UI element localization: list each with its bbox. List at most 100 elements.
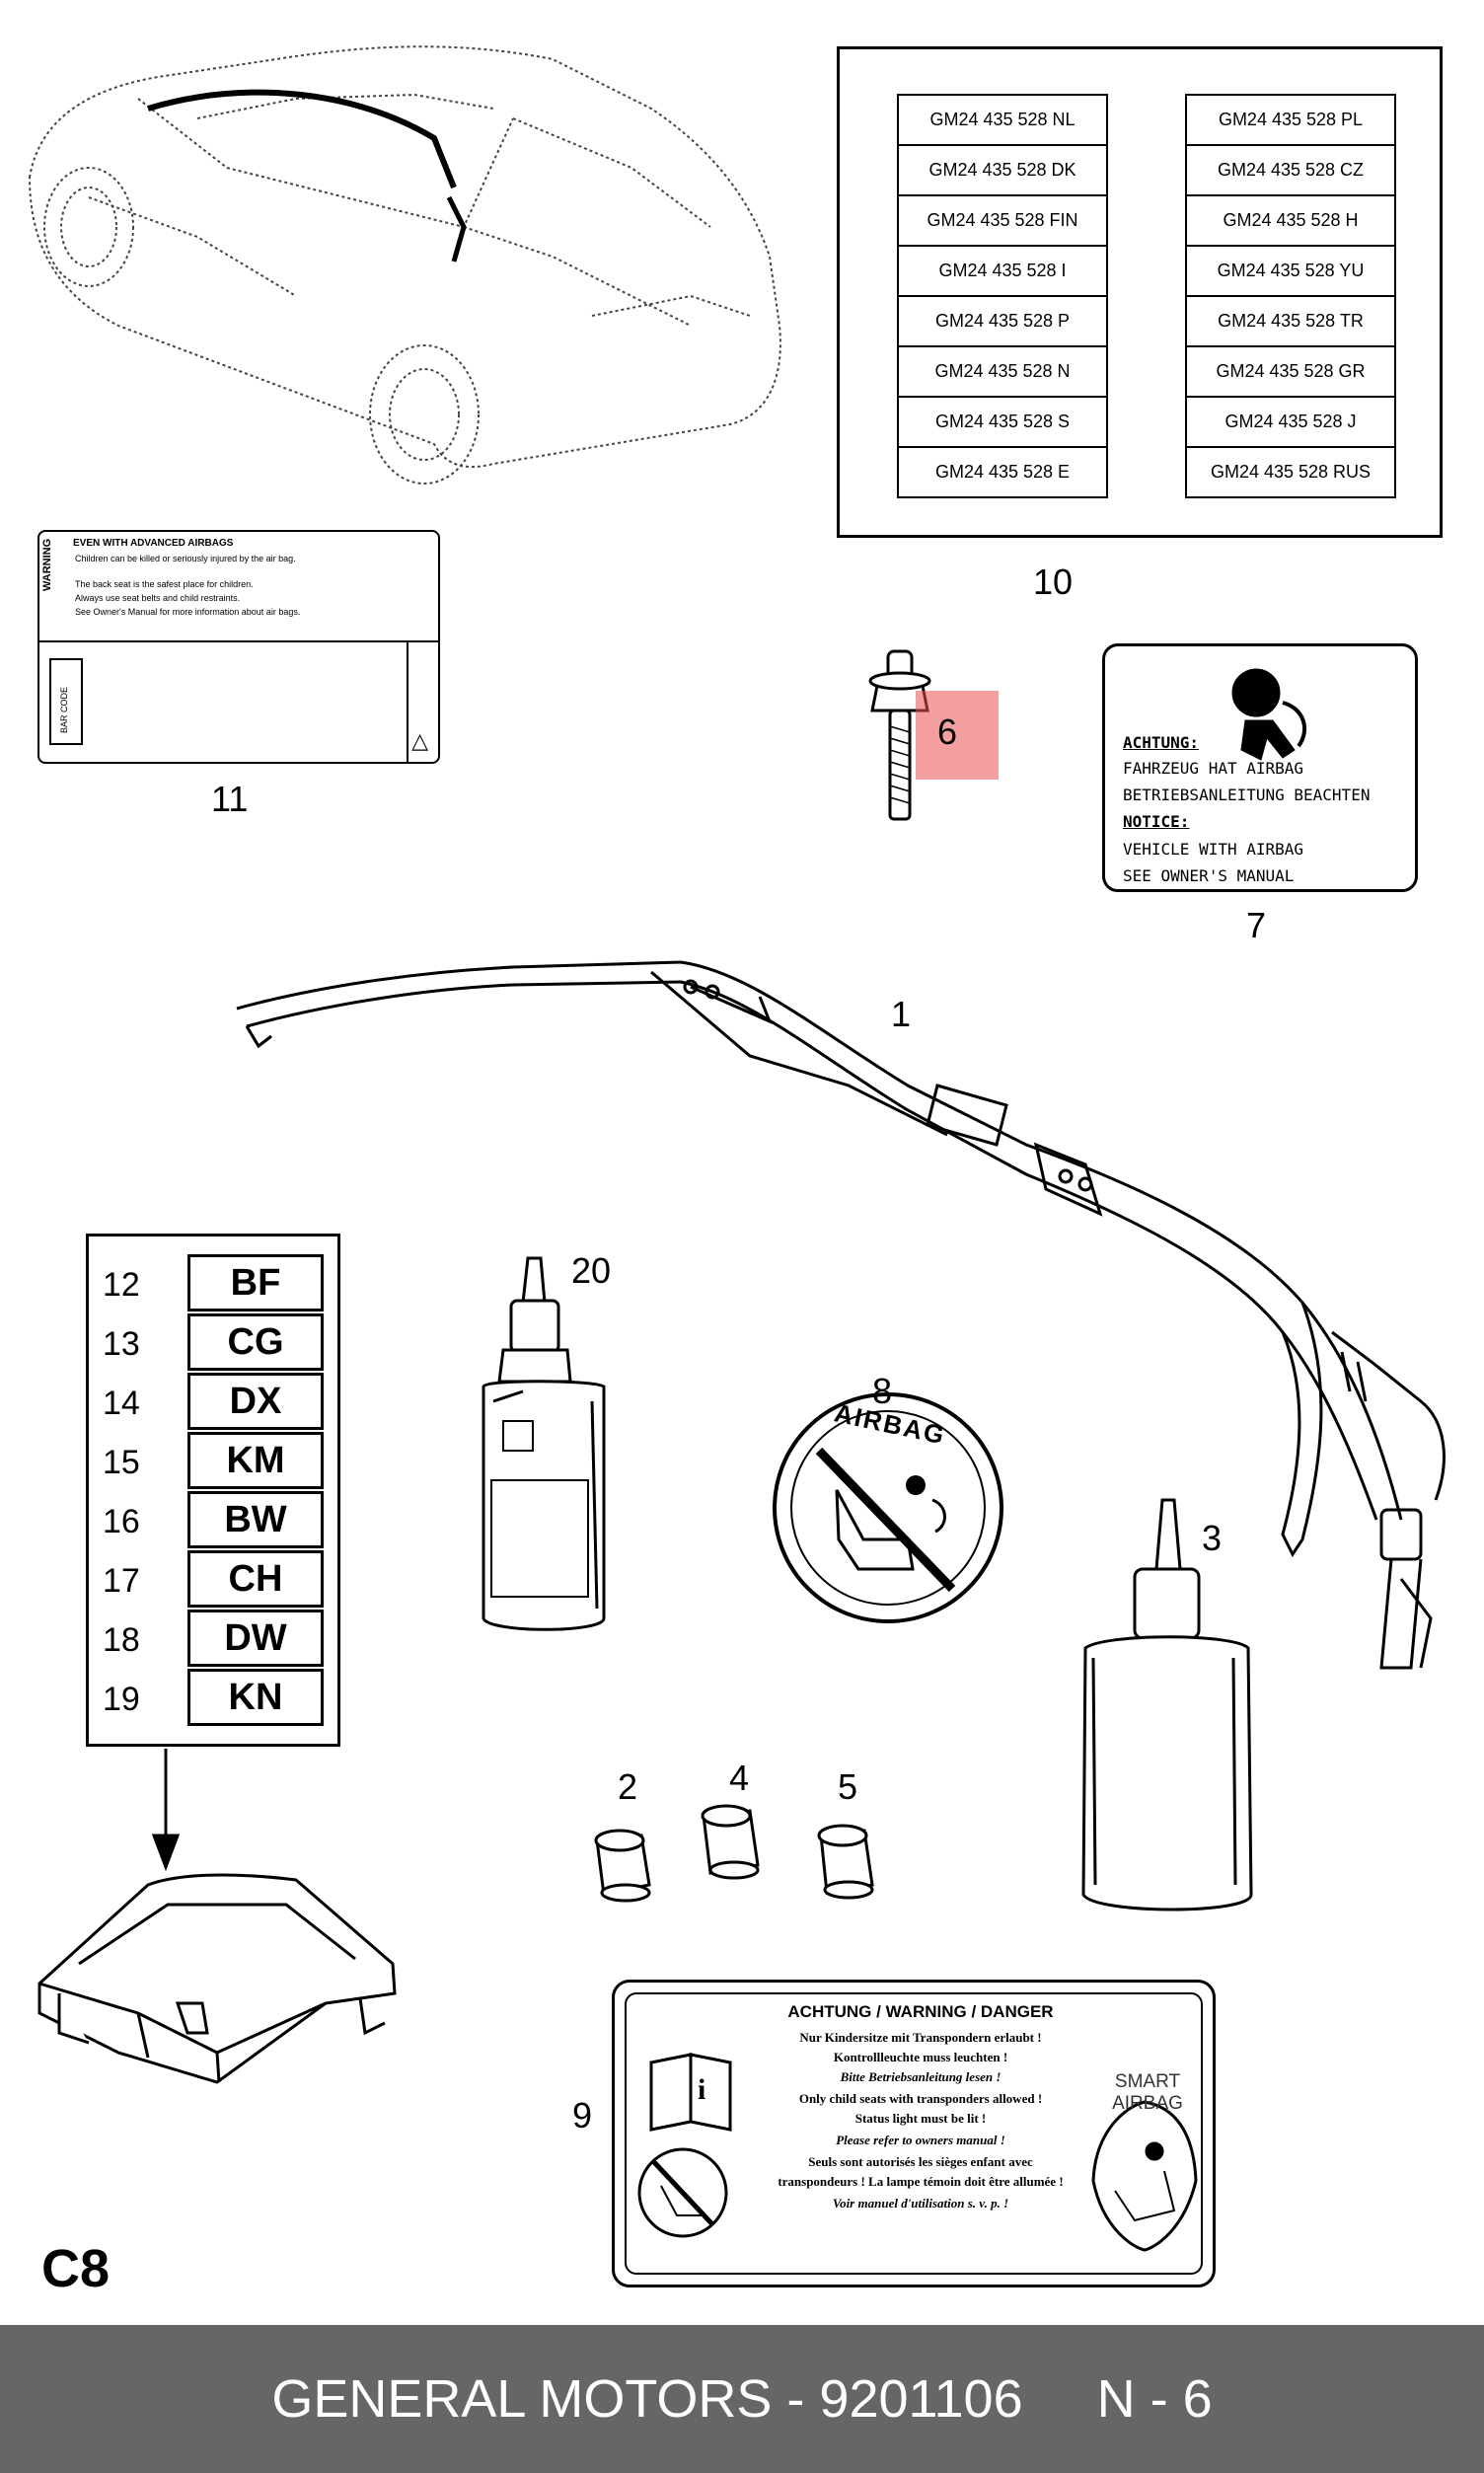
side-strip xyxy=(407,640,408,762)
footer-brand: GENERAL MOTORS xyxy=(271,2369,773,2429)
part-number-cell: GM24 435 528 I xyxy=(899,247,1106,297)
bottle-20-part xyxy=(482,1256,606,1631)
warning-bullet: See Owner's Manual for more information … xyxy=(75,607,301,617)
round-airbag-label xyxy=(773,1392,1003,1623)
barcode-text: BAR CODE xyxy=(59,686,69,733)
label9-header: ACHTUNG / WARNING / DANGER xyxy=(787,2002,1054,2021)
footer-page: N - 6 xyxy=(1096,2369,1213,2429)
callout-5: 5 xyxy=(838,1766,858,1807)
curtain-airbag-part xyxy=(236,960,1446,1670)
callout-20: 20 xyxy=(571,1250,612,1291)
label9-line: Please refer to owners manual ! xyxy=(836,2133,1005,2147)
code-cell: KN xyxy=(187,1669,324,1726)
part-number-column-right: GM24 435 528 PL GM24 435 528 CZ GM24 435… xyxy=(1185,94,1396,498)
seat-sensor-icon xyxy=(1091,2100,1198,2252)
code-cell: BW xyxy=(187,1491,324,1548)
warning-bullet: The back seat is the safest place for ch… xyxy=(75,579,254,589)
smart-airbag-text: SMART AIRBAG xyxy=(1098,2071,1197,2115)
code-row-number: 17 xyxy=(103,1562,140,1600)
code-row: 13 CG xyxy=(89,1313,337,1373)
arrow-to-module xyxy=(151,1749,181,1872)
label7-achtung: ACHTUNG: xyxy=(1123,733,1200,752)
part-number-cell: GM24 435 528 GR xyxy=(1187,347,1394,398)
callout-6: 6 xyxy=(937,712,958,752)
callout-3: 3 xyxy=(1202,1518,1223,1558)
label9-line: Bitte Betriebsanleitung lesen ! xyxy=(840,2069,1002,2084)
label9-line: Seuls sont autorisés les sièges enfant a… xyxy=(808,2154,1033,2169)
nut-5-part xyxy=(817,1824,874,1900)
code-row: 15 KM xyxy=(89,1432,337,1491)
code-row-number: 15 xyxy=(103,1444,140,1481)
smart-text: SMART xyxy=(1114,2071,1181,2092)
footer-gap xyxy=(1023,2368,1097,2430)
airbag-text: AIRBAG xyxy=(1112,2093,1183,2114)
warning-label-9: ACHTUNG / WARNING / DANGER Nur Kindersit… xyxy=(612,1980,1216,2287)
part-number-cell: GM24 435 528 E xyxy=(899,448,1106,498)
barcode-box: BAR CODE xyxy=(49,658,83,745)
nut-2-part xyxy=(594,1829,651,1903)
callout-6-highlight xyxy=(916,691,999,780)
page-identifier: C8 xyxy=(41,2239,111,2298)
callout-10: 10 xyxy=(1033,562,1074,602)
label9-line: Only child seats with transponders allow… xyxy=(798,2091,1043,2106)
callout-9: 9 xyxy=(572,2095,593,2136)
part-number-cell: GM24 435 528 DK xyxy=(899,146,1106,196)
warning-label-11: WARNING EVEN WITH ADVANCED AIRBAGS Child… xyxy=(37,530,440,764)
code-row-number: 14 xyxy=(103,1385,140,1422)
callout-2: 2 xyxy=(618,1766,638,1807)
code-row: 17 CH xyxy=(89,1550,337,1610)
part-number-cell: GM24 435 528 N xyxy=(899,347,1106,398)
code-row: 16 BW xyxy=(89,1491,337,1550)
label9-line: Nur Kindersitze mit Transpondern erlaubt… xyxy=(799,2030,1042,2045)
part-number-cell: GM24 435 528 NL xyxy=(899,96,1106,146)
code-cell: KM xyxy=(187,1432,324,1489)
code-cell: DX xyxy=(187,1373,324,1430)
part-number-cell: GM24 435 528 TR xyxy=(1187,297,1394,347)
info-icon: i xyxy=(698,2073,706,2106)
code-cell: CG xyxy=(187,1313,324,1371)
callout-8: 8 xyxy=(872,1371,893,1411)
warning-triangle-icon: △ xyxy=(411,728,428,753)
part-number-cell: GM24 435 528 H xyxy=(1187,196,1394,247)
warning-heading: EVEN WITH ADVANCED AIRBAGS xyxy=(73,538,234,549)
code-row-number: 16 xyxy=(103,1503,140,1540)
control-module-part xyxy=(37,1873,397,2084)
label7-line: VEHICLE WITH AIRBAG xyxy=(1123,840,1304,859)
code-table: 12 BF 13 CG 14 DX 15 KM 16 BW 17 CH 18 D… xyxy=(86,1234,340,1747)
code-row: 12 BF xyxy=(89,1254,337,1313)
code-row-number: 19 xyxy=(103,1681,140,1718)
warning-bullet: Children can be killed or seriously inju… xyxy=(75,554,296,563)
callout-11: 11 xyxy=(211,779,249,819)
label7-line: BETRIEBSANLEITUNG BEACHTEN xyxy=(1123,786,1371,804)
label9-line: Voir manuel d'utilisation s. v. p. ! xyxy=(832,2196,1009,2211)
label7-line: SEE OWNER'S MANUAL xyxy=(1123,866,1295,885)
label7-notice: NOTICE: xyxy=(1123,812,1190,831)
warning-bullet: Always use seat belts and child restrain… xyxy=(75,593,241,603)
roof-airbag-highlight xyxy=(147,89,457,189)
book-info-icon xyxy=(649,2053,732,2132)
part-number-cell: GM24 435 528 PL xyxy=(1187,96,1394,146)
code-row-number: 18 xyxy=(103,1621,140,1659)
part-number-cell: GM24 435 528 FIN xyxy=(899,196,1106,247)
part-number-table: GM24 435 528 NL GM24 435 528 DK GM24 435… xyxy=(837,46,1443,538)
callout-1: 1 xyxy=(891,994,912,1034)
part-number-cell: GM24 435 528 S xyxy=(899,398,1106,448)
part-number-column-left: GM24 435 528 NL GM24 435 528 DK GM24 435… xyxy=(897,94,1108,498)
label9-line: transpondeurs ! La lampe témoin doit êtr… xyxy=(778,2174,1064,2189)
code-row: 14 DX xyxy=(89,1373,337,1432)
footer-part-number: 9201106 xyxy=(819,2369,1023,2429)
code-row-number: 12 xyxy=(103,1266,140,1304)
code-row: 19 KN xyxy=(89,1669,337,1728)
code-row-number: 13 xyxy=(103,1325,140,1363)
airbag-person-icon xyxy=(1231,668,1307,761)
code-row: 18 DW xyxy=(89,1610,337,1669)
airbag-notice-label-7: ACHTUNG: FAHRZEUG HAT AIRBAG BETRIEBSANL… xyxy=(1102,643,1418,892)
callout-4: 4 xyxy=(729,1758,750,1798)
code-cell: BF xyxy=(187,1254,324,1311)
footer-bar: GENERAL MOTORS - 9201106 N - 6 xyxy=(0,2325,1484,2473)
bottle-3-part xyxy=(1081,1498,1253,1911)
label9-line: Kontrollleuchte muss leuchten ! xyxy=(833,2050,1008,2064)
label7-line: FAHRZEUG HAT AIRBAG xyxy=(1123,759,1304,778)
warning-divider xyxy=(39,640,438,642)
